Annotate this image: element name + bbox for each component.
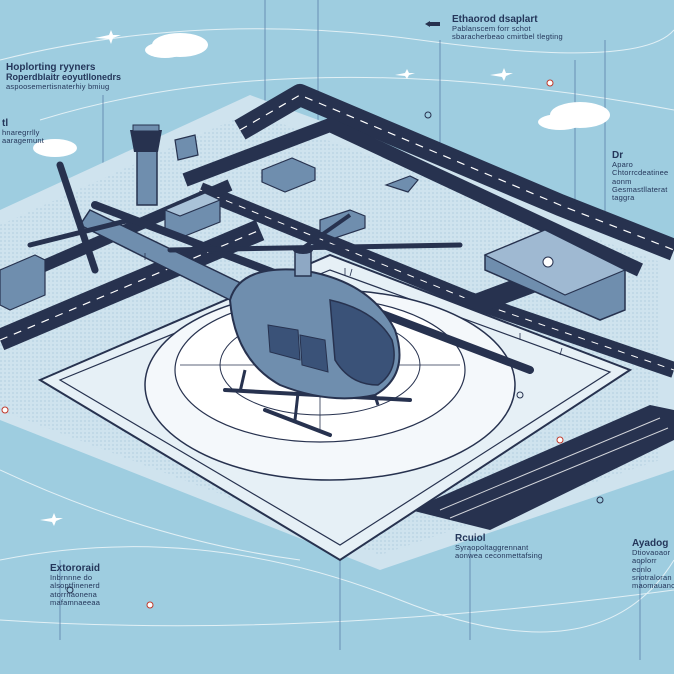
annotation-top-right: Ethaorod dsaplart Pablanscem forr schot … — [452, 14, 602, 42]
annotation-bottom-right: Ayadog Dtiovaoaor aoplorr eonlo snotralo… — [632, 538, 674, 590]
annotation-top-left: Hoplorting ryyners Roperdblaitr eoyutllo… — [6, 62, 156, 91]
annotation-text: Aparo Chtorrcdeatinee aonm Gesmastllater… — [612, 160, 669, 202]
annotation-title: Rcuiol — [455, 533, 486, 544]
annotation-title: Ayadog — [632, 538, 669, 549]
flight-paths — [0, 28, 674, 633]
control-tower-icon — [130, 124, 162, 206]
annotation-title: Hoplorting ryyners — [6, 62, 96, 73]
annotation-text: hnaregrrlly aaragemunt — [2, 128, 45, 146]
terminal-building — [483, 229, 627, 321]
annotation-text: Inbrnnne do alsoptfinenerd atorrnaonena … — [50, 573, 101, 607]
annotation-right-mid: Dr Aparo Chtorrcdeatinee aonm Gesmastlla… — [612, 150, 674, 202]
helicopter-icon — [27, 161, 534, 437]
annotation-left-mid: tl hnaregrrlly aaragemunt — [2, 118, 72, 146]
annotation-title: tl — [2, 118, 9, 129]
location-pin-icon — [1, 79, 564, 609]
annotation-title: Dr — [612, 150, 624, 161]
hangars — [0, 134, 419, 311]
annotation-text: Syraopoltaggrennant aonwea ceconmettafsi… — [455, 543, 543, 561]
annotation-subtitle: Roperdblaitr eoyutllonedrs — [6, 72, 122, 82]
annotation-title: Extororaid — [50, 563, 101, 574]
annotation-text: Dtiovaoaor aoplorr eonlo snotraloran mao… — [632, 548, 674, 590]
grass-marks — [144, 253, 563, 356]
annotation-text: Pablanscem forr schot sbaracherbeao cmir… — [452, 24, 563, 42]
annotation-text: aspoosemertisnaterhiy bmiug — [6, 81, 110, 91]
annotation-bottom-center: Rcuiol Syraopoltaggrennant aonwea ceconm… — [455, 533, 595, 561]
annotation-bottom-left: Extororaid Inbrnnne do alsoptfinenerd at… — [50, 563, 130, 607]
airplane-icon-small — [425, 21, 440, 27]
annotation-title: Ethaorod dsaplart — [452, 14, 538, 25]
airplane-icon — [40, 30, 513, 526]
cloud-icon — [33, 33, 610, 157]
